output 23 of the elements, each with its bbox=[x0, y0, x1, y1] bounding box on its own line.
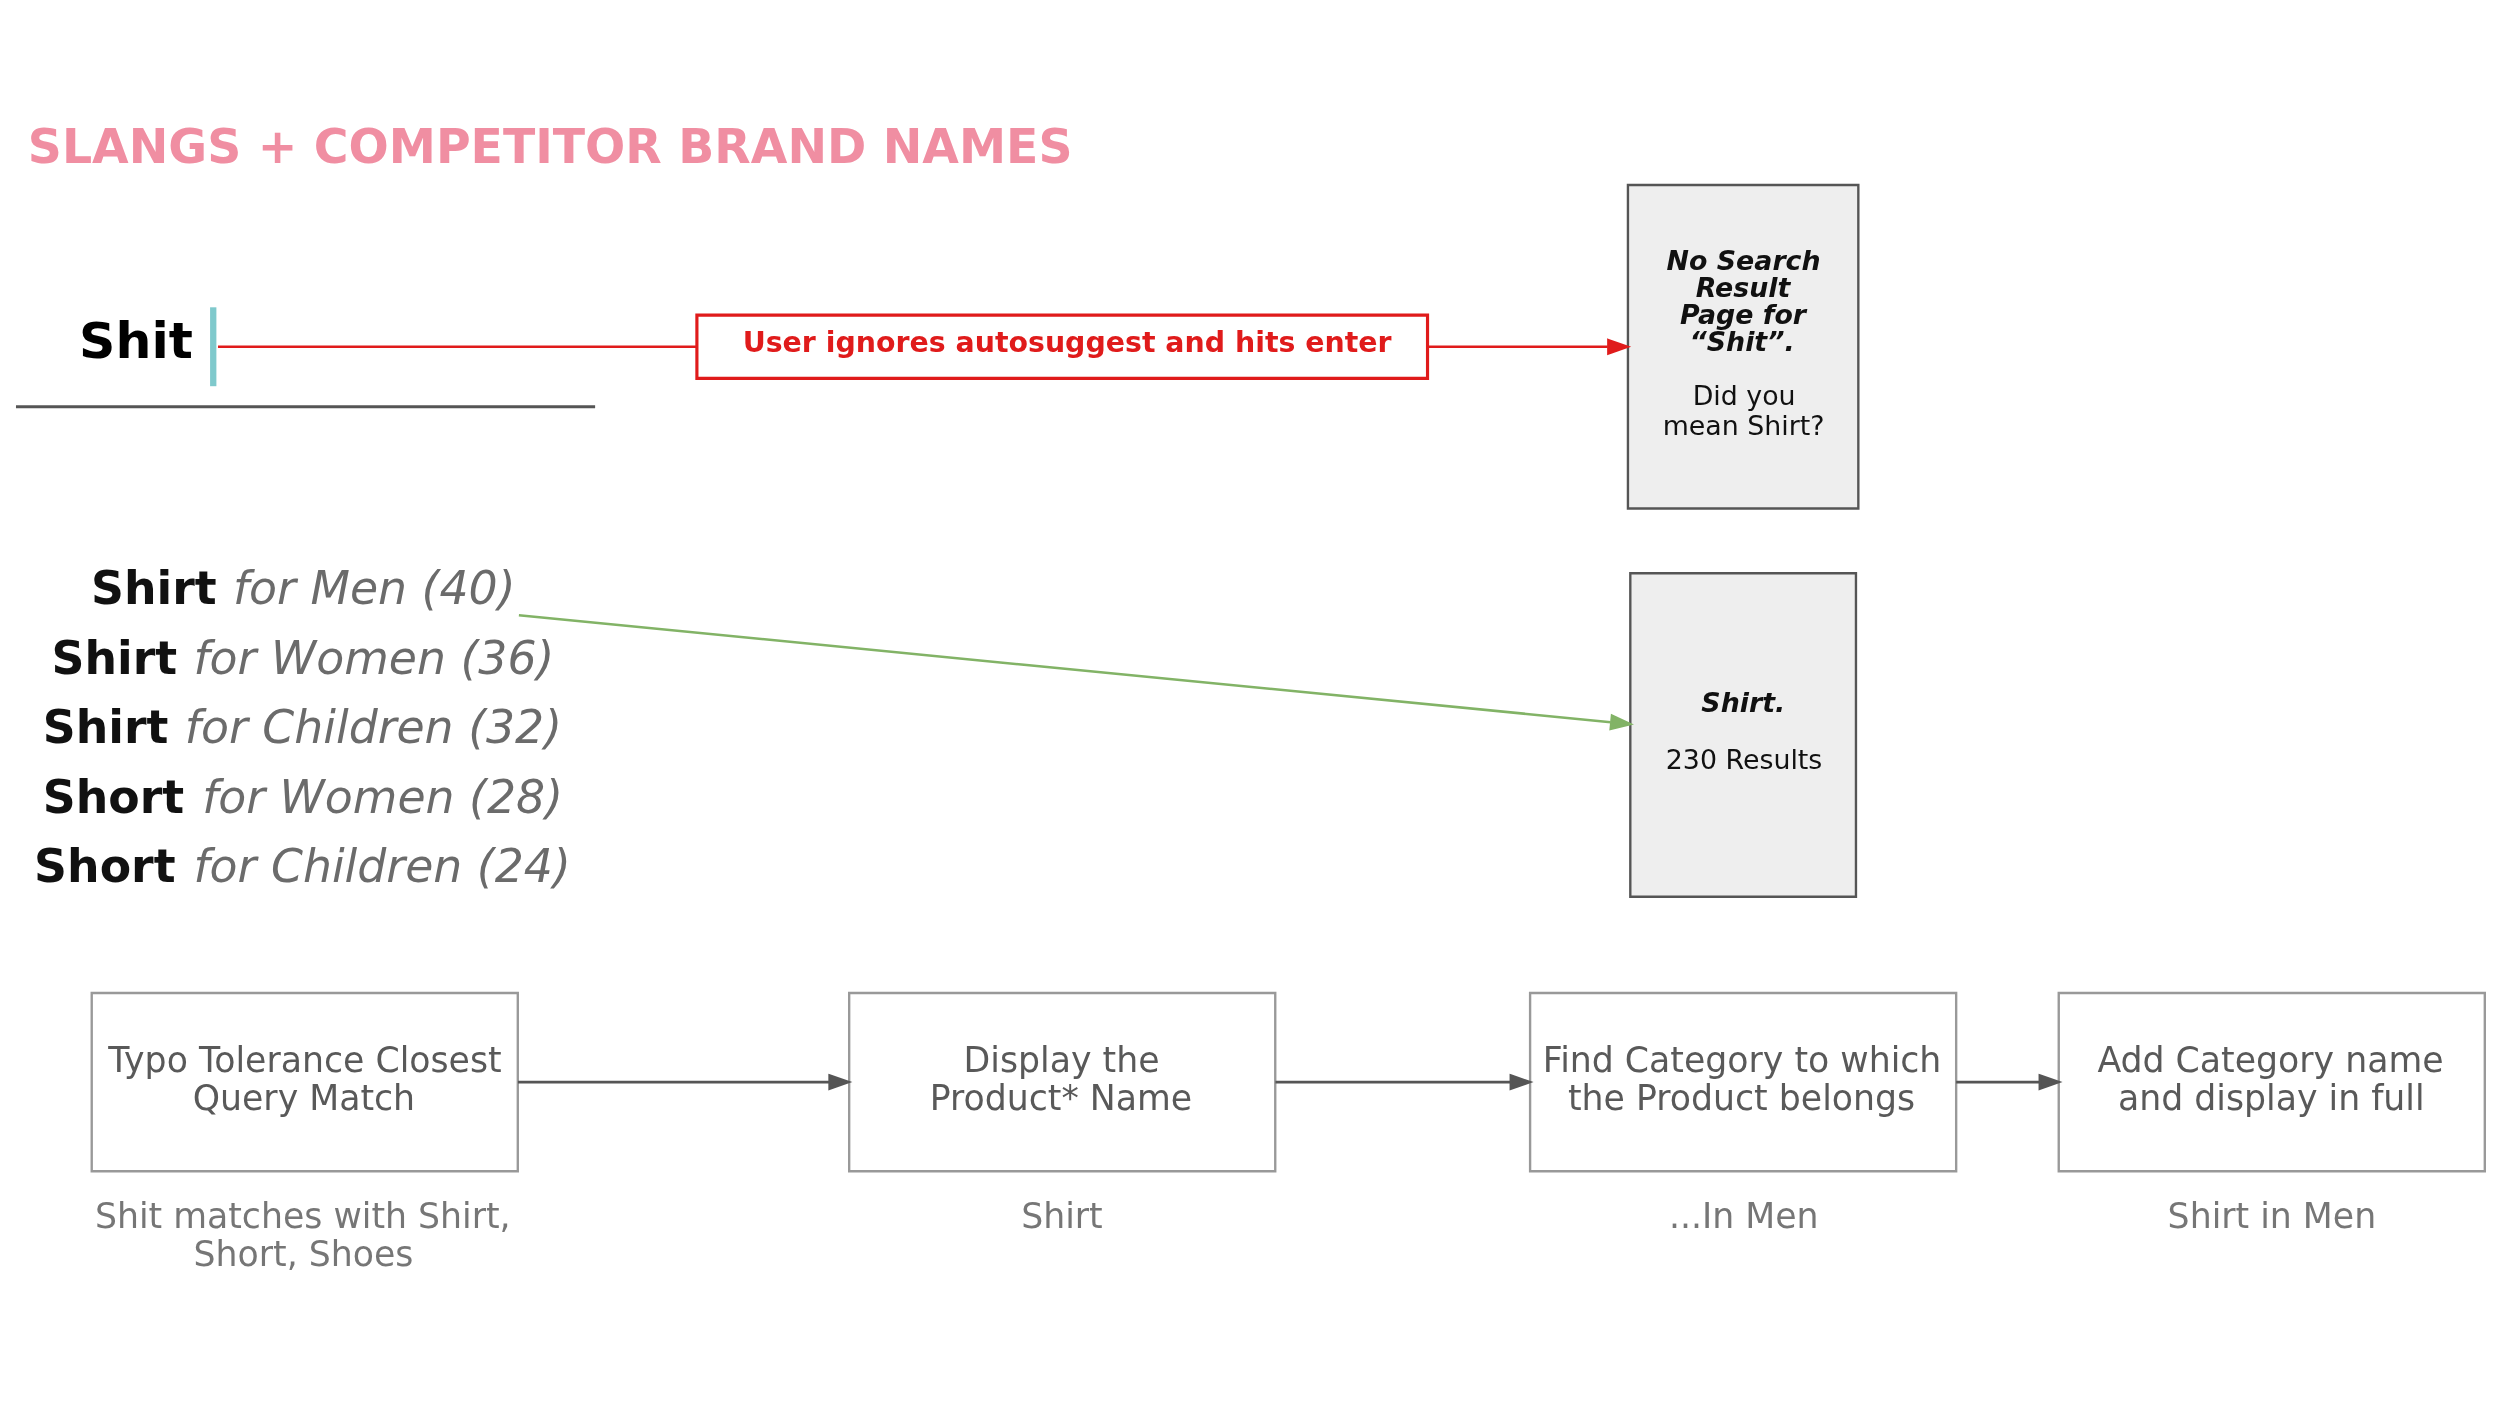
arrow bbox=[517, 1073, 853, 1091]
node-box: User ignores autosuggest and hits enter bbox=[695, 313, 1430, 380]
node-box: Find Category to which the Product belongs bbox=[1528, 991, 1958, 1173]
connector bbox=[217, 345, 697, 348]
label: Shirt for Women (36) bbox=[51, 631, 555, 685]
node-box: Shirt. 230 Results bbox=[1629, 572, 1858, 898]
node-box: Add Category name and display in full bbox=[2057, 991, 2486, 1173]
node-box: Typo Tolerance Closest Query Match bbox=[90, 991, 519, 1173]
node-text: Shirt for Men (40) bbox=[90, 562, 516, 616]
node-box: No Search Result Page for “Shit”. Did you mean Shirt? bbox=[1626, 183, 1860, 510]
arrow bbox=[1427, 338, 1632, 356]
label: Shirt for Children (32) bbox=[42, 701, 563, 755]
label: Short for Children (24) bbox=[34, 840, 571, 894]
node-label: Shit matches with Shirt, Short, Shoes bbox=[94, 1196, 511, 1275]
arrow bbox=[518, 614, 1634, 731]
node-box: Display the Product* Name bbox=[848, 991, 1277, 1173]
diagram-title: SLANGS + COMPETITOR BRAND NAMES bbox=[27, 118, 1073, 174]
arrow bbox=[1956, 1073, 2063, 1091]
node-label: Shirt in Men bbox=[2167, 1196, 2377, 1237]
node-label: ...In Men bbox=[1668, 1196, 1819, 1237]
node-label: Shirt bbox=[1021, 1196, 1103, 1237]
label: Short for Women (28) bbox=[42, 770, 564, 824]
arrow bbox=[1275, 1073, 1534, 1091]
